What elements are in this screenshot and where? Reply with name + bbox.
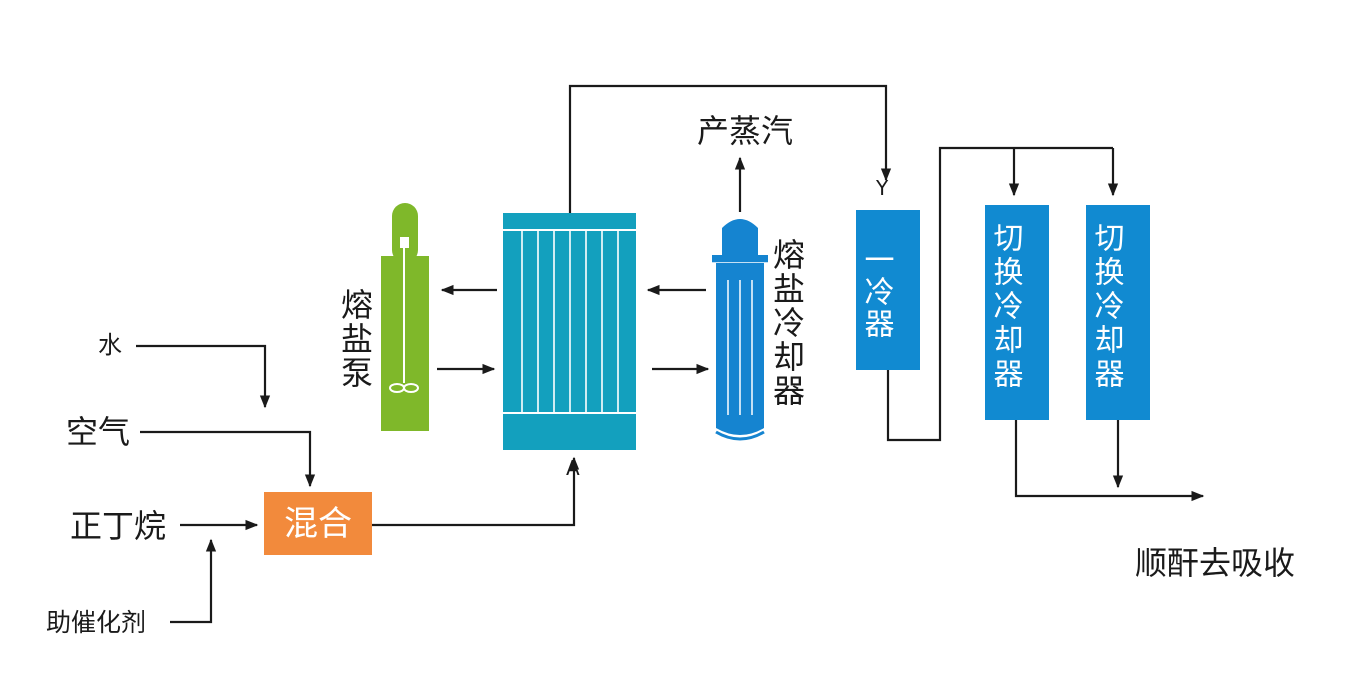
molten-salt-pump bbox=[381, 203, 429, 431]
reactor-inlet-mark: A bbox=[566, 456, 580, 480]
mixer-box bbox=[264, 492, 372, 555]
butane-label: 正丁烷 bbox=[70, 507, 166, 545]
water-flow-line bbox=[136, 344, 271, 409]
reactor bbox=[503, 213, 636, 450]
switch-cooler-2-label: 切换冷却器 bbox=[1089, 222, 1125, 392]
switch-cooler-2-box bbox=[1086, 205, 1150, 420]
reactor-to-primary-cooler-line bbox=[568, 84, 892, 213]
steam-output-label: 产蒸汽 bbox=[697, 112, 793, 150]
air-label: 空气 bbox=[66, 413, 130, 451]
primary-cooler-label: 一冷器 bbox=[859, 244, 895, 340]
switch-cooler-1-outlet-line bbox=[1014, 420, 1205, 502]
primary-cooler-inlet-mark: Y bbox=[875, 176, 889, 200]
air-flow-line bbox=[140, 430, 316, 488]
water-label: 水 bbox=[98, 331, 122, 359]
catalyst-label: 助催化剂 bbox=[46, 608, 146, 637]
mixer-to-reactor-line bbox=[372, 456, 580, 527]
molten-salt-cooler-label: 熔盐冷却器 bbox=[768, 238, 806, 408]
mixer-label: 混合 bbox=[284, 504, 352, 544]
molten-salt-pump-label: 熔盐泵 bbox=[336, 288, 374, 390]
primary-cooler-box bbox=[856, 210, 920, 370]
primary-cooler-outlet-line bbox=[886, 146, 1113, 442]
molten-salt-cooler bbox=[712, 219, 768, 441]
switch-cooler-1-box bbox=[985, 205, 1049, 420]
catalyst-flow-line bbox=[170, 538, 217, 624]
output-label: 顺酐去吸收 bbox=[1135, 544, 1295, 582]
switch-cooler-1-label: 切换冷却器 bbox=[988, 222, 1024, 392]
